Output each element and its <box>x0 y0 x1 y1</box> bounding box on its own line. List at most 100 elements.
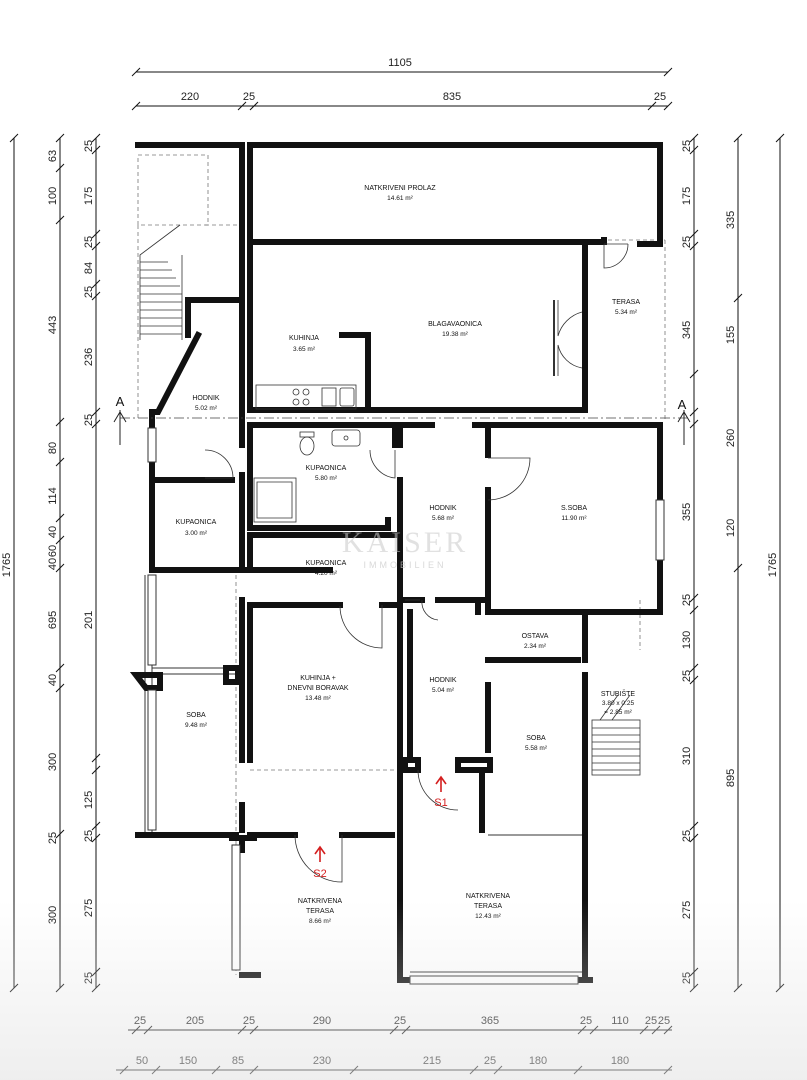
room-kuhinja-dnevni-name2: DNEVNI BORAVAK <box>287 685 349 692</box>
dim-left-i7: 25 <box>83 414 95 426</box>
dim-left-i10: 25 <box>83 830 95 842</box>
dim-right-i11: 310 <box>681 747 693 765</box>
dim-left-i12: 25 <box>83 972 95 984</box>
dim-left-i2: 175 <box>83 187 95 205</box>
entrance-s2-label: S2 <box>313 868 326 880</box>
dim-top-1: 220 <box>181 91 199 103</box>
dim-left-i3: 25 <box>83 236 95 248</box>
dim-bot1-2: 205 <box>186 1015 204 1027</box>
room-natkrivena-terasa-1-area: 8.66 m² <box>309 918 332 925</box>
dim-bot1-4: 290 <box>313 1015 331 1027</box>
watermark-main: KAISER <box>342 526 468 559</box>
room-kupaonica-3-area: 4.20 m² <box>315 570 338 577</box>
dim-left-o9: 695 <box>47 611 59 629</box>
dim-bot1-3: 25 <box>243 1015 255 1027</box>
room-blagavaonica-name: BLAGAVAONICA <box>428 321 482 328</box>
dim-right-i14: 25 <box>681 972 693 984</box>
dim-right-i5: 155 <box>725 326 737 344</box>
room-natkriveni-prolaz-name: NATKRIVENI PROLAZ <box>364 185 436 192</box>
room-natkrivena-terasa-2-area: 12.43 m² <box>475 913 501 920</box>
room-kupaonica-2-name: KUPAONICA <box>176 519 217 526</box>
dim-right-i1: 25 <box>681 140 693 152</box>
dim-bot1-6: 365 <box>481 1015 499 1027</box>
walls <box>129 142 663 983</box>
entrance-s1: S1 <box>434 775 448 809</box>
room-natkriveni-prolaz-area: 14.61 m² <box>387 195 413 202</box>
room-kuhinja-dnevni-area: 13.48 m² <box>305 695 331 702</box>
section-label-left: A <box>116 394 125 409</box>
stairs-lower <box>591 694 641 776</box>
entrance-s1-label: S1 <box>434 797 447 809</box>
room-soba-2-area: 5.58 m² <box>525 745 548 752</box>
room-kupaonica-1-area: 5.80 m² <box>315 475 338 482</box>
dim-top-3: 835 <box>443 91 461 103</box>
entrance-s2: S2 <box>313 845 327 880</box>
dim-right-i9: 130 <box>681 631 693 649</box>
dim-left-i8: 201 <box>83 611 95 629</box>
dim-bot2-5: 215 <box>423 1055 441 1067</box>
dim-left-o1: 63 <box>47 150 59 162</box>
bottom-dimensions: 25 205 25 290 25 365 25 110 25 25 50 150… <box>116 1015 673 1075</box>
dim-top-4: 25 <box>654 91 666 103</box>
dim-right-i2: 175 <box>681 187 693 205</box>
room-ostava-name: OSTAVA <box>522 633 549 640</box>
room-natkrivena-terasa-2-name: NATKRIVENA <box>466 893 511 900</box>
dim-left-o3: 443 <box>47 316 59 334</box>
right-inner-ticks <box>689 133 699 993</box>
room-stubiste-area: = 2.85 m² <box>604 709 632 716</box>
section-line: A A <box>113 394 691 445</box>
dim-left-o7: 60 <box>47 545 59 557</box>
room-stubiste-name: STUBIŠTE <box>601 689 636 698</box>
dim-left-o11: 300 <box>47 753 59 771</box>
room-hodnik-2-area: 5.68 m² <box>432 515 455 522</box>
room-terasa-name: TERASA <box>612 299 640 306</box>
dim-right-i6: 355 <box>681 503 693 521</box>
dim-left-total: 1765 <box>1 553 13 577</box>
dim-right-total: 1765 <box>767 553 779 577</box>
room-soba-2-name: SOBA <box>526 735 546 742</box>
room-soba-1-area: 9.48 m² <box>185 722 208 729</box>
dim-left-i6: 236 <box>83 348 95 366</box>
dim-top-2: 25 <box>243 91 255 103</box>
dim-bot2-7: 180 <box>529 1055 547 1067</box>
dim-right-i7: 120 <box>725 519 737 537</box>
room-blagavaonica-area: 19.38 m² <box>442 331 468 338</box>
dim-bot1-7: 25 <box>580 1015 592 1027</box>
dim-left-i11: 275 <box>83 899 95 917</box>
dim-bot2-8: 180 <box>611 1055 629 1067</box>
room-kupaonica-1-name: KUPAONICA <box>306 465 347 472</box>
room-s-soba-area: 11.90 m² <box>561 515 587 522</box>
dim-left-o5: 114 <box>47 487 59 505</box>
room-hodnik-1-name: HODNIK <box>192 395 220 402</box>
watermark-sub: IMMOBILIEN <box>363 560 446 570</box>
kitchen-counter <box>255 384 357 410</box>
left-dimensions: 1765 63 100 443 80 114 40 60 40 695 40 3… <box>1 133 101 993</box>
dim-bot1-5: 25 <box>394 1015 406 1027</box>
room-ostava-area: 2.34 m² <box>524 643 547 650</box>
room-hodnik-1-area: 5.02 m² <box>195 405 218 412</box>
room-kuhinja-name: KUHINJA <box>289 335 319 342</box>
room-natkrivena-terasa-2-name2: TERASA <box>474 903 502 910</box>
dim-right-i3: 25 <box>681 236 693 248</box>
section-label-right: A <box>678 397 687 412</box>
dim-left-i1: 25 <box>83 140 95 152</box>
dim-left-o10: 40 <box>47 674 59 686</box>
dim-left-o4: 80 <box>47 442 59 454</box>
dim-left-o6: 40 <box>47 526 59 538</box>
dim-bot2-2: 150 <box>179 1055 197 1067</box>
room-stubiste-dims: 3.80 x 0.25 <box>602 700 635 707</box>
room-natkrivena-terasa-1-name2: TERASA <box>306 908 334 915</box>
dim-left-o8: 40 <box>47 558 59 570</box>
room-kupaonica-3-name: KUPAONICA <box>306 560 347 567</box>
dim-right-o3: 895 <box>725 769 737 787</box>
entrance-arrow-icon <box>435 775 447 792</box>
dim-bot2-3: 85 <box>232 1055 244 1067</box>
bathroom-fixtures <box>253 429 361 523</box>
dim-right-o1: 335 <box>725 211 737 229</box>
dim-bot1-9: 25 <box>645 1015 657 1027</box>
dim-left-o12: 25 <box>47 832 59 844</box>
room-terasa-area: 5.34 m² <box>615 309 638 316</box>
dim-left-o2: 100 <box>47 187 59 205</box>
dim-top-total: 1105 <box>388 57 412 69</box>
